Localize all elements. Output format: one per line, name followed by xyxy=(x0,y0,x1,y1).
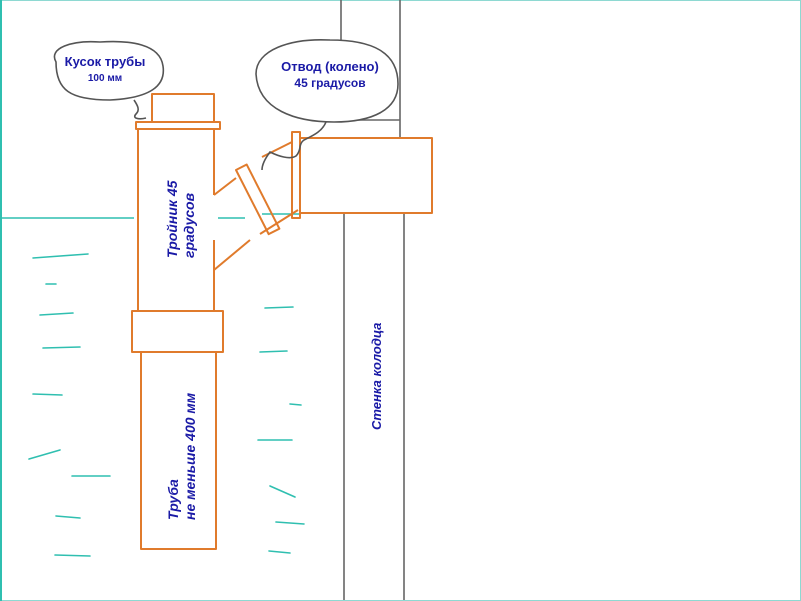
pipe-lower xyxy=(140,351,217,550)
water-line xyxy=(0,213,300,219)
label-pipe-2: не меньше 400 мм xyxy=(182,392,198,520)
label-tee-1: Тройник 45 xyxy=(164,180,180,258)
label-pipe-piece-2: 100 мм xyxy=(88,73,122,84)
outlet-pipe xyxy=(299,137,433,214)
label-elbow-1: Отвод (колено) xyxy=(281,59,379,74)
label-tee-2: градусов xyxy=(181,192,197,258)
bubble-elbow xyxy=(255,39,399,171)
water-hatch-marks xyxy=(28,253,305,557)
label-pipe-piece-1: Кусок трубы xyxy=(65,54,146,69)
pipe-piece-collar xyxy=(135,121,221,130)
bubble-pipe-piece xyxy=(53,40,165,120)
tee-branch-coupling xyxy=(235,163,281,236)
label-pipe-1: Труба xyxy=(165,479,181,520)
pipe-coupling xyxy=(131,310,224,353)
label-well-wall: Стенка колодца xyxy=(369,323,384,430)
elbow-collar xyxy=(291,131,301,219)
label-elbow-2: 45 градусов xyxy=(294,76,365,90)
pipe-assembly xyxy=(131,93,433,550)
pipe-piece-top xyxy=(151,93,215,123)
